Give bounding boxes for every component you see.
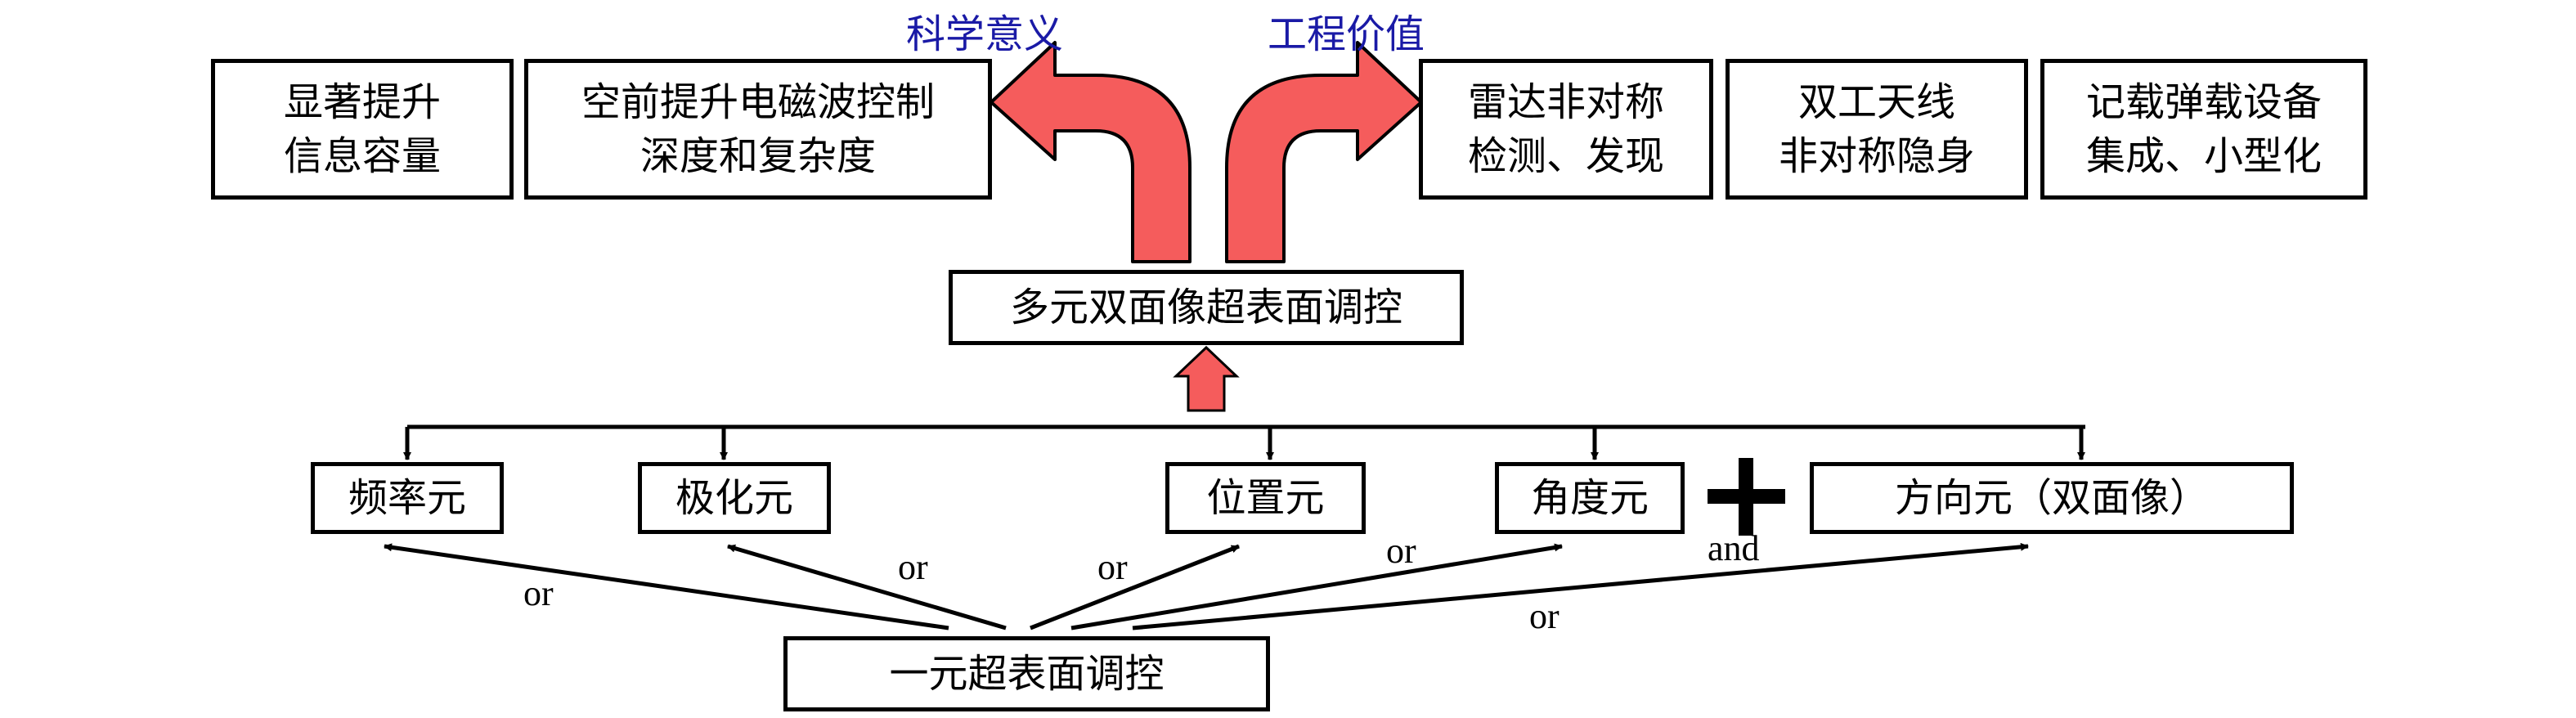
box-em-control-line-1: 空前提升电磁波控制: [581, 79, 935, 125]
box-polarization-element: 极化元: [638, 462, 831, 534]
line-to-polarization: [727, 544, 1007, 630]
box-radar-line-1: 雷达非对称: [1467, 79, 1664, 125]
line-to-frequency: [384, 543, 949, 630]
box-duplex-antenna-line-2: 非对称隐身: [1778, 133, 1975, 179]
box-radar: 雷达非对称 检测、发现: [1419, 59, 1713, 200]
box-position-element-label: 位置元: [1206, 475, 1325, 521]
box-angle-element: 角度元: [1495, 462, 1685, 534]
box-frequency-element: 频率元: [311, 462, 504, 534]
box-info-capacity: 显著提升 信息容量: [211, 59, 514, 200]
or-label-direction: or: [1529, 596, 1560, 636]
line-to-angle: [1070, 543, 1563, 630]
and-label: and: [1708, 528, 1760, 568]
box-airborne-devices-line-1: 记载弹载设备: [2085, 79, 2322, 125]
box-airborne-devices: 记载弹载设备 集成、小型化: [2040, 59, 2367, 200]
box-frequency-element-label: 频率元: [348, 475, 466, 521]
or-label-angle: or: [1386, 531, 1416, 571]
box-position-element: 位置元: [1165, 462, 1366, 534]
box-duplex-antenna: 双工天线 非对称隐身: [1726, 59, 2028, 200]
box-airborne-devices-line-2: 集成、小型化: [2085, 133, 2322, 179]
box-multi-element-control: 多元双面像超表面调控: [949, 270, 1464, 345]
box-em-control: 空前提升电磁波控制 深度和复杂度: [524, 59, 992, 200]
science-header: 科学意义: [906, 11, 1064, 57]
engineering-header: 工程价值: [1268, 11, 1425, 57]
box-single-element-control-label: 一元超表面调控: [889, 651, 1165, 697]
or-label-position: or: [1097, 547, 1128, 587]
line-to-position: [1030, 544, 1240, 630]
box-info-capacity-line-1: 显著提升: [283, 79, 441, 125]
box-duplex-antenna-line-1: 双工天线: [1797, 79, 1955, 125]
or-label-frequency: or: [523, 573, 554, 613]
box-info-capacity-line-2: 信息容量: [283, 133, 441, 179]
box-angle-element-label: 角度元: [1530, 475, 1649, 521]
box-direction-element-label: 方向元（双面像）: [1894, 475, 2209, 521]
science-curved-arrow: [990, 41, 1192, 263]
or-label-polarization: or: [898, 547, 928, 587]
box-radar-line-2: 检测、发现: [1467, 133, 1664, 179]
box-polarization-element-label: 极化元: [675, 475, 793, 521]
box-direction-element: 方向元（双面像）: [1810, 462, 2294, 534]
box-single-element-control: 一元超表面调控: [783, 636, 1270, 711]
up-arrow: [1173, 345, 1240, 412]
box-em-control-line-2: 深度和复杂度: [640, 133, 876, 179]
line-to-direction: [1132, 542, 2029, 630]
engineering-curved-arrow: [1225, 41, 1423, 263]
plus-vertical: [1739, 458, 1753, 536]
box-multi-element-control-label: 多元双面像超表面调控: [1009, 285, 1402, 330]
